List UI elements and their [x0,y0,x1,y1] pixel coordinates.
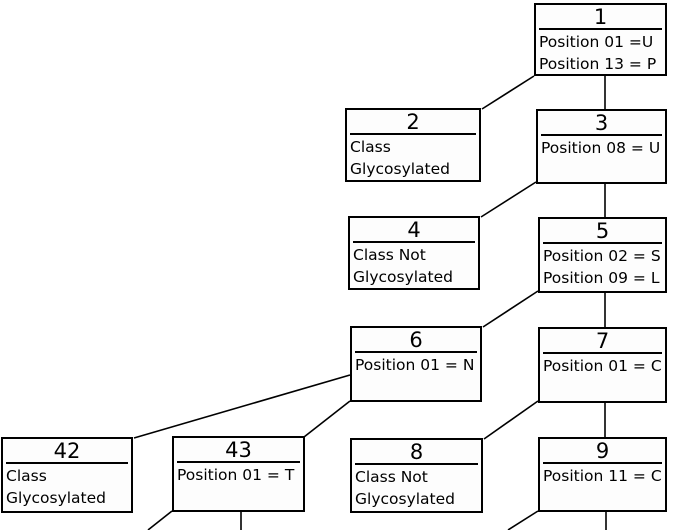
node-text-line: Position 13 = P [539,55,657,73]
node-text-line: Class Not [355,468,428,486]
node-id-label: 9 [543,439,662,464]
edge-9-cut [507,510,539,530]
node-body: Position 08 = U [538,136,665,159]
node-text-line: Position 02 = S [543,247,661,265]
node-text-line: Glycosylated [355,490,456,508]
node-body: Position 11 = C [540,464,665,487]
node-body: Position 02 = S Position 09 = L [540,244,665,289]
edge-7-8 [483,400,539,440]
tree-node-9: 9 Position 11 = C [538,437,667,512]
node-body: Position 01 = C [540,354,665,377]
node-id-label: 6 [355,328,477,353]
tree-node-7: 7 Position 01 = C [538,327,667,403]
node-text-line: Glycosylated [350,160,451,178]
node-body: Position 01 =U Position 13 = P [536,30,665,74]
edge-3-4 [480,181,537,218]
tree-node-6: 6 Position 01 = N [350,326,482,402]
node-id-label: 3 [541,111,662,136]
node-id-label: 1 [539,5,662,30]
node-text-line: Position 09 = L [543,269,660,287]
node-text-line: Class [350,138,391,156]
node-text-line: Position 01 = C [543,357,662,375]
node-text-line: Position 01 = N [355,356,475,374]
node-text-line: Glycosylated [6,489,107,507]
edge-6-43 [303,400,351,438]
node-text-line: Position 01 =U [539,33,654,51]
node-id-label: 8 [355,440,478,465]
node-id-label: 4 [353,218,475,243]
node-id-label: 5 [543,219,662,244]
node-text-line: Position 01 = T [177,466,295,484]
edge-6-42 [133,374,351,439]
edge-43-cut [147,510,173,530]
node-text-line: Class [6,467,47,485]
node-id-label: 2 [350,110,476,135]
edge-1-2 [481,75,535,110]
node-id-label: 43 [177,438,300,463]
node-body: Position 01 = N [352,353,480,376]
node-id-label: 42 [6,439,128,464]
tree-node-1: 1 Position 01 =U Position 13 = P [534,3,667,76]
tree-node-3: 3 Position 08 = U [536,109,667,184]
node-text-line: Class Not [353,246,426,264]
edge-5-6 [482,290,539,328]
node-text-line: Glycosylated [353,268,454,286]
node-id-label: 7 [543,329,662,354]
tree-node-43: 43 Position 01 = T [172,436,305,512]
tree-node-5: 5 Position 02 = S Position 09 = L [538,217,667,293]
node-body: Position 01 = T [174,463,303,486]
node-text-line: Position 08 = U [541,139,661,157]
node-text-line: Position 11 = C [543,467,662,485]
